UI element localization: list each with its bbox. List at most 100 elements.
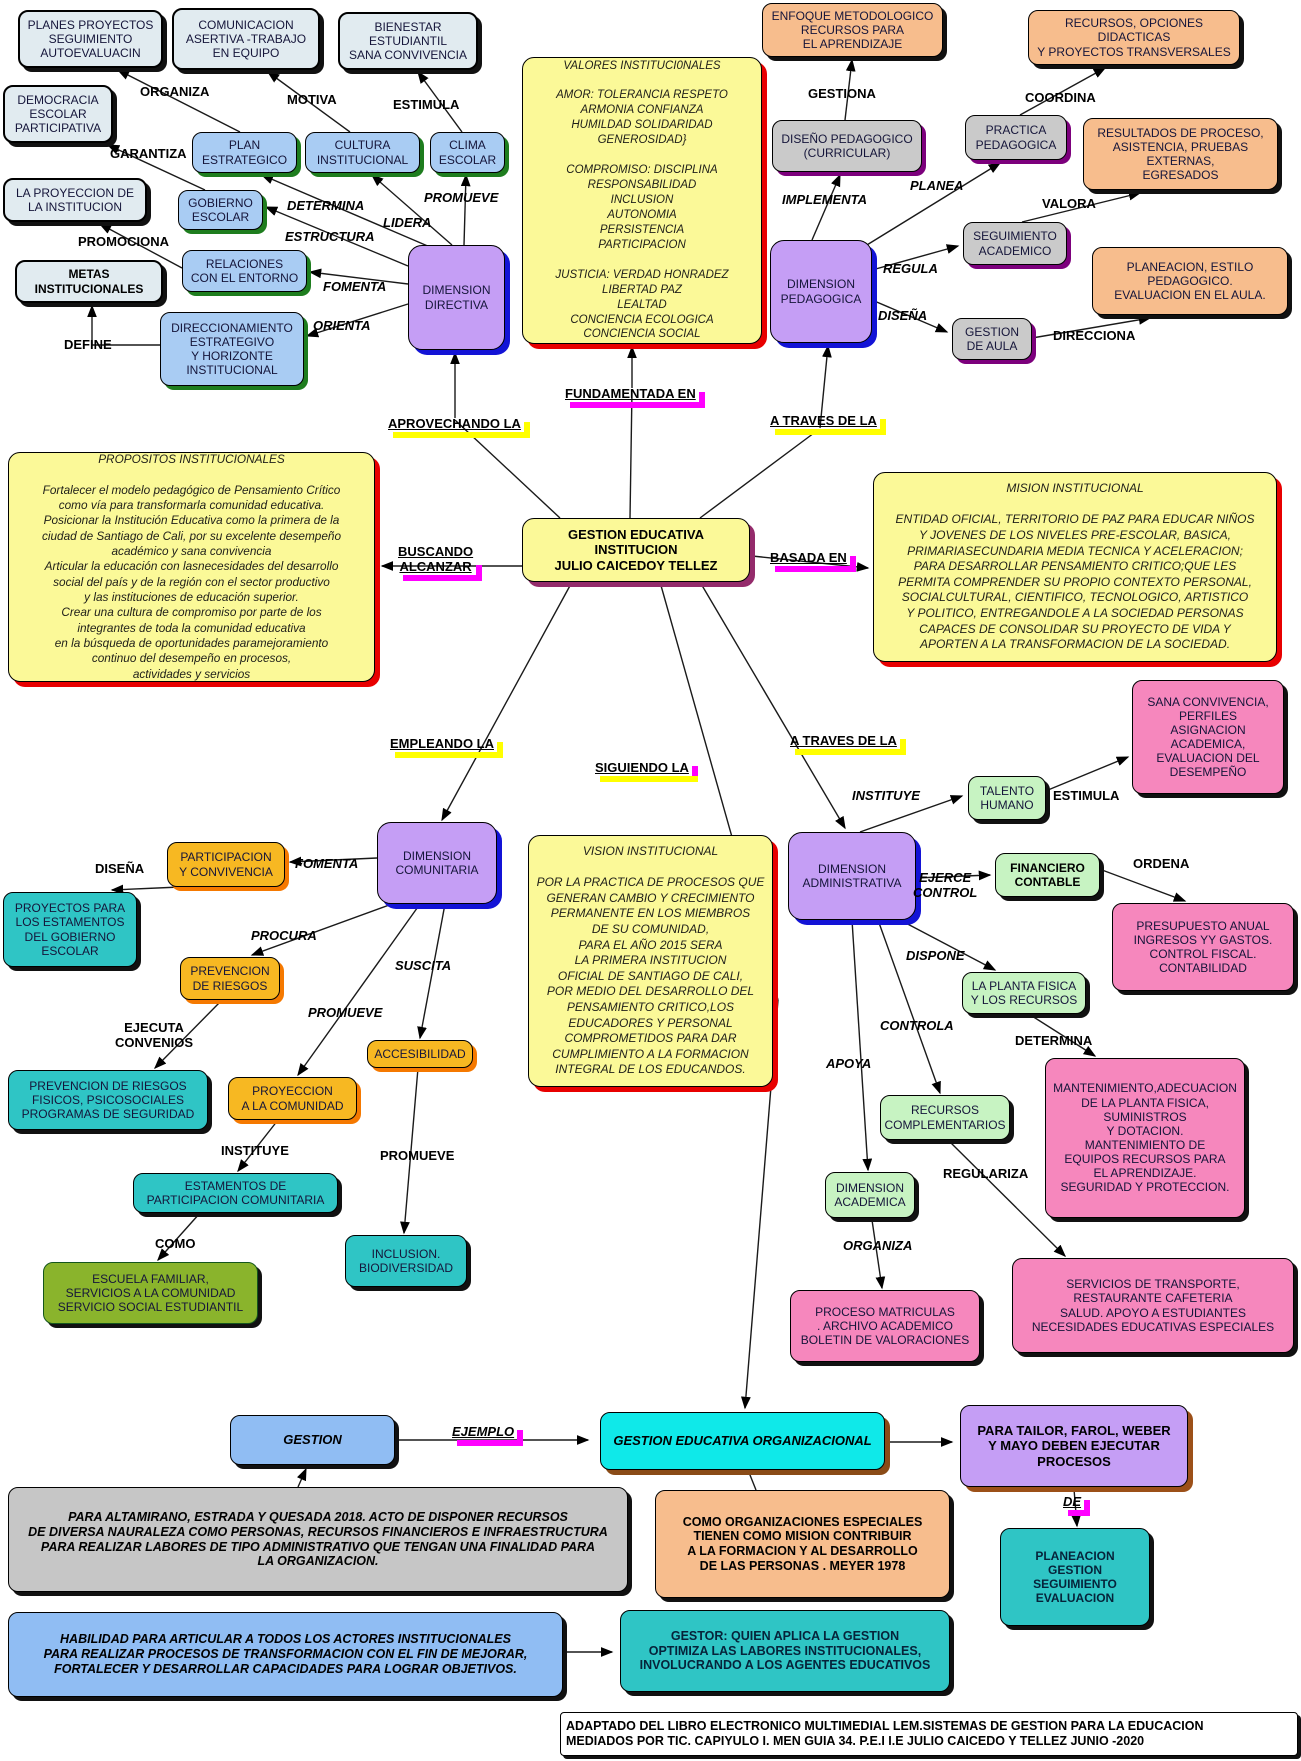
label-disena-comunitaria: DISEÑA	[95, 861, 145, 876]
node-gestion-educativa-institucion: GESTION EDUCATIVA INSTITUCION JULIO CAIC…	[522, 518, 750, 582]
node-proyeccion-institucion: LA PROYECCION DE LA INSTITUCION	[3, 178, 147, 222]
node-dimension-administrativa: DIMENSION ADMINISTRATIVA	[788, 832, 916, 920]
node-planta-fisica: LA PLANTA FISICA Y LOS RECURSOS	[962, 972, 1086, 1014]
node-presupuesto-anual: PRESUPUESTO ANUAL INGRESOS YY GASTOS. CO…	[1112, 903, 1294, 991]
label-procura: PROCURA	[251, 928, 317, 943]
label-instituye-talento: INSTITUYE	[852, 788, 920, 803]
node-cultura-institucional: CULTURA INSTITUCIONAL	[305, 132, 420, 173]
node-accesibilidad: ACCESIBILIDAD	[367, 1040, 473, 1068]
label-determina-planta: DETERMINA	[1015, 1033, 1093, 1048]
node-prevencion-riesgos: PREVENCION DE RIESGOS	[180, 957, 280, 1000]
node-footer-credit: ADAPTADO DEL LIBRO ELECTRONICO MULTIMEDI…	[560, 1712, 1298, 1756]
node-servicios-transporte: SERVICIOS DE TRANSPORTE, RESTAURANTE CAF…	[1012, 1258, 1294, 1353]
node-propositos-institucionales: PROPOSITOS INSTITUCIONALES Fortalecer el…	[8, 452, 375, 682]
node-proceso-matriculas: PROCESO MATRICULAS . ARCHIVO ACADEMICO B…	[790, 1290, 980, 1362]
label-coordina: COORDINA	[1025, 90, 1096, 105]
label-estructura: ESTRUCTURA	[285, 229, 375, 244]
node-vision-institucional: VISION INSTITUCIONAL POR LA PRACTICA DE …	[528, 835, 773, 1087]
node-plan-estrategico: PLAN ESTRATEGICO	[192, 132, 297, 173]
label-promociona: PROMOCIONA	[78, 234, 169, 249]
label-garantiza: GARANTIZA	[110, 146, 187, 161]
label-define: DEFINE	[64, 337, 112, 352]
node-gestor-definicion: GESTOR: QUIEN APLICA LA GESTION OPTIMIZA…	[620, 1610, 950, 1692]
node-habilidad-articular: HABILIDAD PARA ARTICULAR A TODOS LOS ACT…	[8, 1612, 563, 1697]
node-dimension-pedagogica: DIMENSION PEDAGOGICA	[770, 240, 872, 343]
node-metas-institucionales: METAS INSTITUCIONALES	[15, 260, 163, 303]
node-financiero-contable: FINANCIERO CONTABLE	[995, 853, 1100, 897]
label-disena-pedagogica: DISEÑA	[878, 308, 928, 323]
label-fomenta-participacion: FOMENTA	[295, 856, 359, 871]
label-controla: CONTROLA	[880, 1018, 954, 1033]
label-promueve: PROMUEVE	[424, 190, 499, 205]
node-mision-institucional: MISION INSTITUCIONAL ENTIDAD OFICIAL, TE…	[873, 472, 1277, 662]
node-planeacion-estilo: PLANEACION, ESTILO PEDAGOGICO. EVALUACIO…	[1092, 247, 1288, 315]
node-bienestar-estudiantil: BIENESTAR ESTUDIANTIL SANA CONVIVENCIA	[338, 12, 478, 70]
label-instituye-estamentos: INSTITUYE	[221, 1143, 289, 1158]
node-gobierno-escolar: GOBIERNO ESCOLAR	[178, 190, 263, 230]
node-resultados-proceso: RESULTADOS DE PROCESO, ASISTENCIA, PRUEB…	[1083, 118, 1278, 190]
label-orienta: ORIENTA	[313, 318, 371, 333]
node-planes-proyectos: PLANES PROYECTOS SEGUIMIENTO AUTOEVALUAC…	[18, 10, 163, 68]
node-mantenimiento-planta: MANTENIMIENTO,ADECUACION DE LA PLANTA FI…	[1045, 1058, 1245, 1218]
node-recursos-complementarios: RECURSOS COMPLEMENTARIOS	[880, 1095, 1010, 1140]
label-aprovechando-la: APROVECHANDO LA	[388, 416, 530, 438]
node-practica-pedagogica: PRACTICA PEDAGOGICA	[965, 115, 1067, 160]
label-basada-en: BASADA EN	[770, 550, 856, 572]
label-gestiona: GESTIONA	[808, 86, 876, 101]
node-gestion-educativa-organizacional: GESTION EDUCATIVA ORGANIZACIONAL	[600, 1412, 885, 1470]
label-ejerce-control: EJERCE CONTROL	[913, 870, 978, 900]
node-dimension-academica: DIMENSION ACADEMICA	[825, 1172, 915, 1218]
label-estimula-sana: ESTIMULA	[1053, 788, 1120, 803]
label-lidera: LIDERA	[383, 215, 432, 230]
node-gestion-aula: GESTION DE AULA	[952, 318, 1032, 360]
label-empleando-la: EMPLEANDO LA	[390, 736, 503, 758]
node-diseno-pedagogico: DISEÑO PEDAGOGICO (CURRICULAR)	[772, 120, 922, 172]
node-estamentos-participacion: ESTAMENTOS DE PARTICIPACION COMUNITARIA	[133, 1173, 338, 1213]
node-democracia-escolar: DEMOCRACIA ESCOLAR PARTICIPATIVA	[3, 85, 113, 143]
node-valores-institucionales: VALORES INSTITUCI0NALES AMOR: TOLERANCIA…	[522, 57, 762, 344]
connectors	[87, 58, 1187, 1657]
label-siguiendo-la: SIGUIENDO LA	[595, 760, 698, 782]
label-promueve-inclusion: PROMUEVE	[380, 1148, 455, 1163]
node-seguimiento-academico: SEGUIMIENTO ACADEMICO	[963, 222, 1067, 265]
label-planea: PLANEA	[910, 178, 964, 193]
label-fomenta: FOMENTA	[323, 279, 387, 294]
label-regulariza: REGULARIZA	[943, 1166, 1029, 1181]
label-organiza-academica: ORGANIZA	[843, 1238, 913, 1253]
node-dimension-directiva: DIMENSION DIRECTIVA	[408, 245, 505, 350]
label-organiza: ORGANIZA	[140, 84, 210, 99]
label-como: COMO	[155, 1236, 196, 1251]
node-participacion-convivencia: PARTICIPACION Y CONVIVENCIA	[167, 842, 285, 887]
label-a-traves-de-la-pedagogica: A TRAVES DE LA	[770, 413, 886, 435]
label-suscita: SUSCITA	[395, 958, 452, 973]
node-proyeccion-comunidad: PROYECCION A LA COMUNIDAD	[228, 1077, 357, 1120]
label-ordena: ORDENA	[1133, 856, 1190, 871]
label-de: DE	[1063, 1494, 1091, 1516]
node-recursos-opciones-didacticas: RECURSOS, OPCIONES DIDACTICAS Y PROYECTO…	[1028, 10, 1240, 65]
node-dimension-comunitaria: DIMENSION COMUNITARIA	[377, 822, 497, 904]
node-sana-convivencia: SANA CONVIVENCIA, PERFILES ASIGNACION AC…	[1132, 680, 1284, 794]
label-promueve-proyeccion: PROMUEVE	[308, 1005, 383, 1020]
label-fundamentada-en: FUNDAMENTADA EN	[565, 386, 705, 408]
label-buscando-alcanzar: BUSCANDO ALCANZAR	[398, 544, 483, 581]
node-tailor-farol-weber: PARA TAILOR, FAROL, WEBER Y MAYO DEBEN E…	[960, 1405, 1188, 1487]
node-relaciones-entorno: RELACIONES CON EL ENTORNO	[182, 250, 307, 292]
node-enfoque-metodologico: ENFOQUE METODOLOGICO RECURSOS PARA EL AP…	[762, 3, 943, 57]
label-implementa: IMPLEMENTA	[782, 192, 867, 207]
node-prevencion-riesgos-fisicos: PREVENCION DE RIESGOS FISICOS, PSICOSOCI…	[8, 1070, 208, 1130]
node-planeacion-gestion-seguimiento: PLANEACION GESTION SEGUIMIENTO EVALUACIO…	[1000, 1528, 1150, 1626]
label-motiva: MOTIVA	[287, 92, 337, 107]
label-valora: VALORA	[1042, 196, 1096, 211]
node-altamirano-definicion: PARA ALTAMIRANO, ESTRADA Y QUESADA 2018.…	[8, 1487, 628, 1592]
label-direcciona: DIRECCIONA	[1053, 328, 1136, 343]
node-meyer-organizaciones: COMO ORGANIZACIONES ESPECIALES TIENEN CO…	[655, 1490, 950, 1598]
label-dispone: DISPONE	[906, 948, 965, 963]
node-clima-escolar: CLIMA ESCOLAR	[430, 132, 505, 173]
label-a-traves-de-la-administrativa: A TRAVES DE LA	[790, 733, 906, 755]
node-escuela-familiar: ESCUELA FAMILIAR, SERVICIOS A LA COMUNID…	[43, 1262, 258, 1324]
label-regula: REGULA	[883, 261, 938, 276]
node-talento-humano: TALENTO HUMANO	[968, 776, 1046, 820]
node-proyectos-estamentos: PROYECTOS PARA LOS ESTAMENTOS DEL GOBIER…	[3, 892, 137, 967]
